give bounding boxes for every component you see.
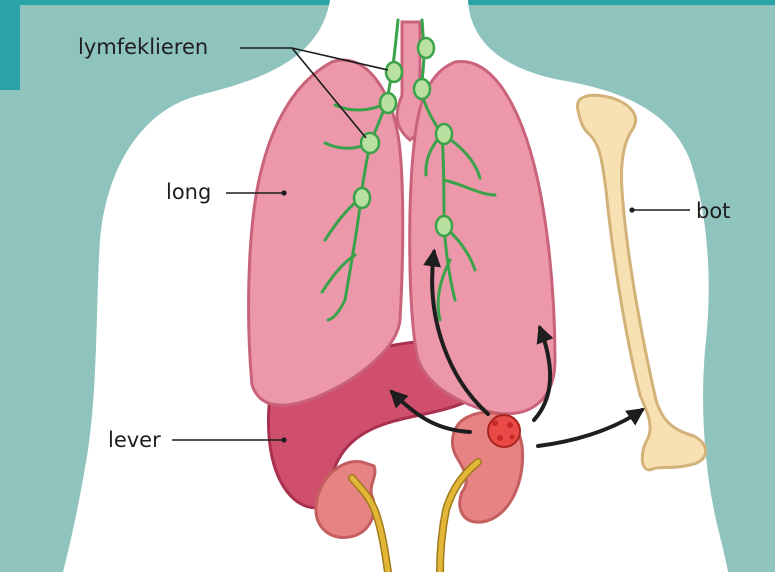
lymph-node bbox=[354, 188, 370, 208]
tumor bbox=[488, 415, 520, 447]
label-bone: bot bbox=[696, 201, 730, 222]
label-lymph-nodes: lymfeklieren bbox=[78, 37, 208, 58]
lymph-node bbox=[418, 38, 434, 58]
lymph-node bbox=[436, 216, 452, 236]
lymph-node bbox=[380, 93, 396, 113]
label-liver: lever bbox=[108, 430, 161, 451]
lymph-node bbox=[414, 79, 430, 99]
label-lung: long bbox=[166, 182, 211, 203]
lymph-node bbox=[436, 124, 452, 144]
lymph-node bbox=[386, 62, 402, 82]
teal-corner bbox=[0, 0, 20, 90]
